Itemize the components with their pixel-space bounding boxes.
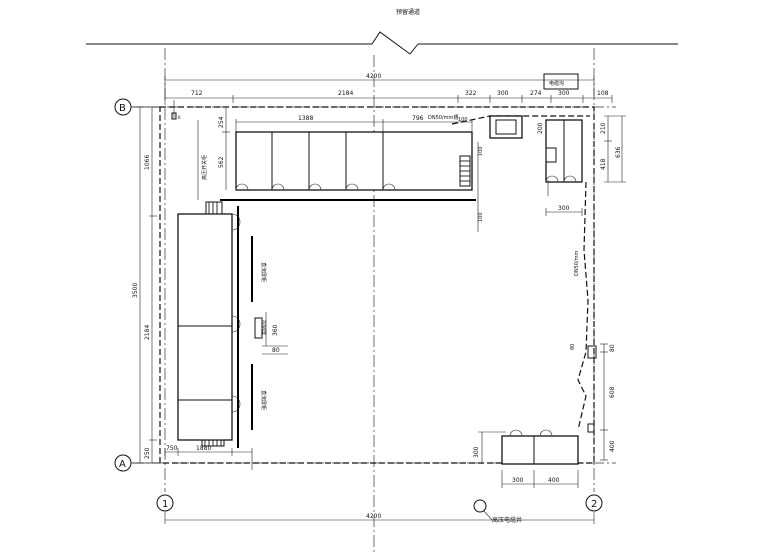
right-upper-equipment: [489, 115, 583, 196]
dim-left-overall-label: 3500: [132, 283, 139, 298]
dim-bottom-2: 1880: [196, 445, 211, 452]
label-tray-right: DN50/mm: [574, 250, 580, 276]
dim-left-3: 250: [144, 447, 151, 459]
dim-top-overall-label: 4200: [366, 73, 381, 80]
dim-cabinet-depth: 562: [218, 156, 225, 168]
cable-trench-box: [543, 73, 579, 90]
dim-misc-300-top-label: 300: [558, 205, 570, 212]
axis-1-label: 1: [162, 499, 168, 510]
small-mark: K: [178, 115, 181, 120]
dim-top-2: 2184: [338, 90, 353, 97]
cable-tray-right: [577, 181, 589, 431]
dim-left-2: 2184: [144, 325, 151, 340]
top-cabinet-row: [220, 131, 476, 201]
dim-top-6: 300: [558, 90, 570, 97]
note-top-right: 电缆沟: [549, 80, 564, 87]
dim-misc-100-top: 100: [458, 117, 468, 123]
dim-misc-80: 80: [570, 344, 576, 350]
axis-a-label: A: [119, 459, 126, 470]
dim-panel-mid: [262, 312, 288, 355]
dim-top-3: 322: [465, 90, 477, 97]
inner-wall-panels: [251, 236, 263, 430]
dim-bottom-1: 750: [166, 445, 178, 452]
dim-bottom-right: [501, 470, 579, 488]
dim-right-mid: [587, 343, 608, 461]
dim-misc-300-top: [545, 208, 583, 216]
label-panel-upper: 直流屏柜: [260, 262, 267, 282]
dim-misc-100-low: 100: [478, 212, 484, 222]
axis-bubble-2: [585, 494, 603, 512]
dim-bottom-3: 300: [512, 477, 524, 484]
dim-right-1: 210: [600, 122, 607, 134]
dim-misc-100-mid: 100: [478, 146, 484, 156]
dim-bottom-overall-label: 4200: [366, 513, 381, 520]
bottom-label: 高压电缆井: [492, 516, 522, 524]
dim-cabinet-a: 1388: [298, 115, 313, 122]
room-wall: [159, 106, 595, 464]
dim-right-mid-3: 400: [609, 440, 616, 452]
dim-right-upper: [604, 115, 626, 183]
dim-left-1: 1066: [144, 155, 151, 170]
dim-misc-360: 360: [272, 324, 279, 336]
dim-right-mid-2: 608: [609, 386, 616, 398]
bottom-right-equipment: [478, 429, 579, 465]
dim-left-overall: [136, 106, 160, 464]
dim-top-5: 274: [530, 90, 542, 97]
dim-misc-80b: 80: [272, 347, 280, 354]
axis-b-label: B: [119, 103, 126, 114]
label-tray-top: DN50/mm槽: [428, 114, 458, 121]
title-top: 预留通道: [396, 8, 420, 16]
dim-bottom-overall: [164, 512, 595, 524]
axis-bubble-1: [156, 494, 174, 512]
dim-top-overall: [164, 76, 595, 96]
dim-right-mid-1: 80: [609, 344, 616, 352]
label-cab-left: 高压开关柜: [201, 155, 208, 180]
dim-bottom-4: 400: [548, 477, 560, 484]
hv-cable-well-callout: [473, 499, 493, 521]
dim-right-2: 418: [600, 158, 607, 170]
dim-misc-300-low: 300: [473, 446, 480, 458]
axis-2-label: 2: [591, 499, 597, 510]
top-boundary: [86, 31, 678, 55]
dim-top-1: 712: [191, 90, 203, 97]
label-panel-mid: 控制屏: [260, 320, 267, 335]
dim-left-col: [149, 107, 157, 463]
label-panel-lower: 直流屏柜: [260, 390, 267, 410]
dim-right-3: 636: [615, 146, 622, 158]
dim-cabinet-gap: 254: [218, 116, 225, 128]
dim-bottom-left: [164, 448, 253, 470]
dim-top-cabinet: [222, 108, 473, 190]
dim-top-7: 108: [597, 90, 609, 97]
dim-cabinet-b: 796: [412, 115, 424, 122]
dim-top-row: [164, 95, 613, 103]
dim-top-4: 300: [497, 90, 509, 97]
dim-misc-200: 200: [537, 122, 544, 134]
left-cabinet-row: [177, 201, 241, 448]
